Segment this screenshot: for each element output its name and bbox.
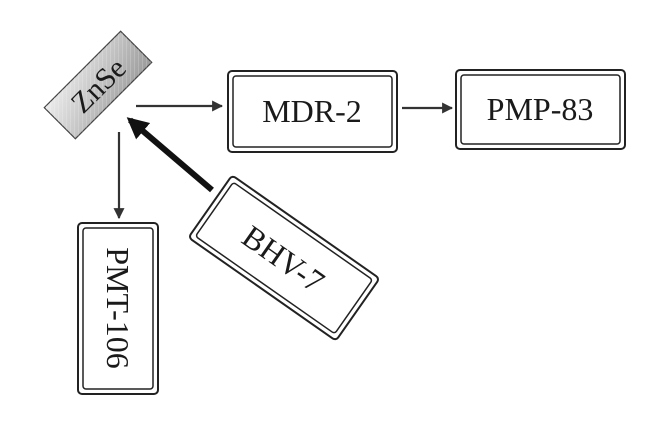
node-mdr-inner — [232, 75, 393, 148]
node-pmp-outer — [455, 69, 626, 150]
node-mdr: MDR-2 — [227, 70, 398, 153]
arrow-bhv-to-source — [126, 117, 214, 193]
edges — [113, 100, 454, 220]
node-mdr-label: MDR-2 — [262, 93, 362, 129]
node-pmt-inner — [82, 227, 154, 390]
node-pmt-outer — [77, 222, 159, 395]
node-bhv-outer — [189, 175, 379, 341]
node-pmp-inner — [460, 74, 621, 145]
node-bhv-inner — [195, 182, 373, 334]
node-mdr-outer — [227, 70, 398, 153]
node-pmp-label: PMP-83 — [487, 91, 594, 127]
crystal-texture — [44, 31, 152, 139]
node-bhv: BHV-7 — [189, 175, 379, 341]
node-pmp: PMP-83 — [455, 69, 626, 150]
node-pmt: PMT-106 — [77, 222, 159, 395]
node-pmt-label: PMT-106 — [100, 247, 136, 369]
